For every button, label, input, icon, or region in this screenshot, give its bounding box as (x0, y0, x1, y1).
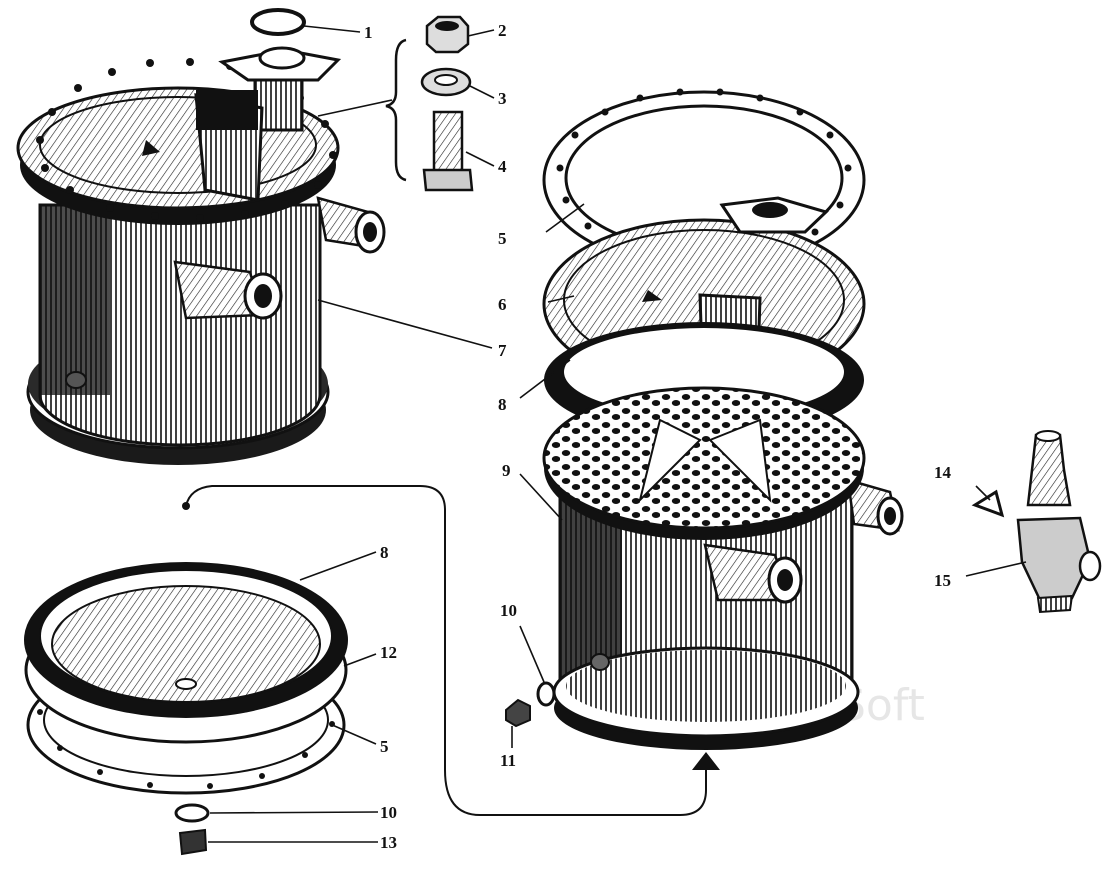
callout-9: 9 (502, 461, 511, 480)
sealing-washer (174, 803, 210, 823)
callout-12: 12 (380, 643, 397, 662)
callout-1: 1 (364, 23, 373, 42)
bolt (422, 110, 474, 192)
callout-3: 3 (498, 89, 507, 108)
callout-6: 6 (498, 295, 507, 314)
leader-lines (208, 25, 1027, 843)
side-nozzle (173, 260, 283, 320)
callout-10: 10 (380, 803, 397, 822)
tube-bundle-body (542, 386, 904, 750)
valve-gasket (971, 489, 1005, 518)
assembled-heat-exchanger (16, 46, 386, 465)
callout-2: 2 (498, 21, 507, 40)
side-nozzle (316, 196, 386, 254)
group-brace (385, 38, 407, 182)
washer (420, 67, 472, 97)
callout-10: 10 (500, 601, 517, 620)
callout-5: 5 (380, 737, 389, 756)
callout-5: 5 (498, 229, 507, 248)
drain-plug (505, 698, 531, 728)
callout-labels: 1 2 3 4 5 6 7 8 9 14 15 8 12 5 10 11 10 … (364, 21, 952, 852)
callout-4: 4 (498, 157, 507, 176)
callout-8: 8 (380, 543, 389, 562)
drain-plug (178, 828, 208, 856)
callout-8: 8 (498, 395, 507, 414)
callout-7: 7 (498, 341, 507, 360)
callout-14: 14 (934, 463, 952, 482)
callout-15: 15 (934, 571, 951, 590)
assembly-flow-path (182, 485, 720, 816)
relief-valve (1016, 430, 1102, 614)
hex-nut (425, 15, 470, 54)
callout-13: 13 (380, 833, 397, 852)
o-ring (250, 8, 306, 36)
callout-11: 11 (500, 751, 516, 770)
sealing-washer (536, 681, 556, 707)
bottom-cover-assembly (24, 562, 348, 795)
